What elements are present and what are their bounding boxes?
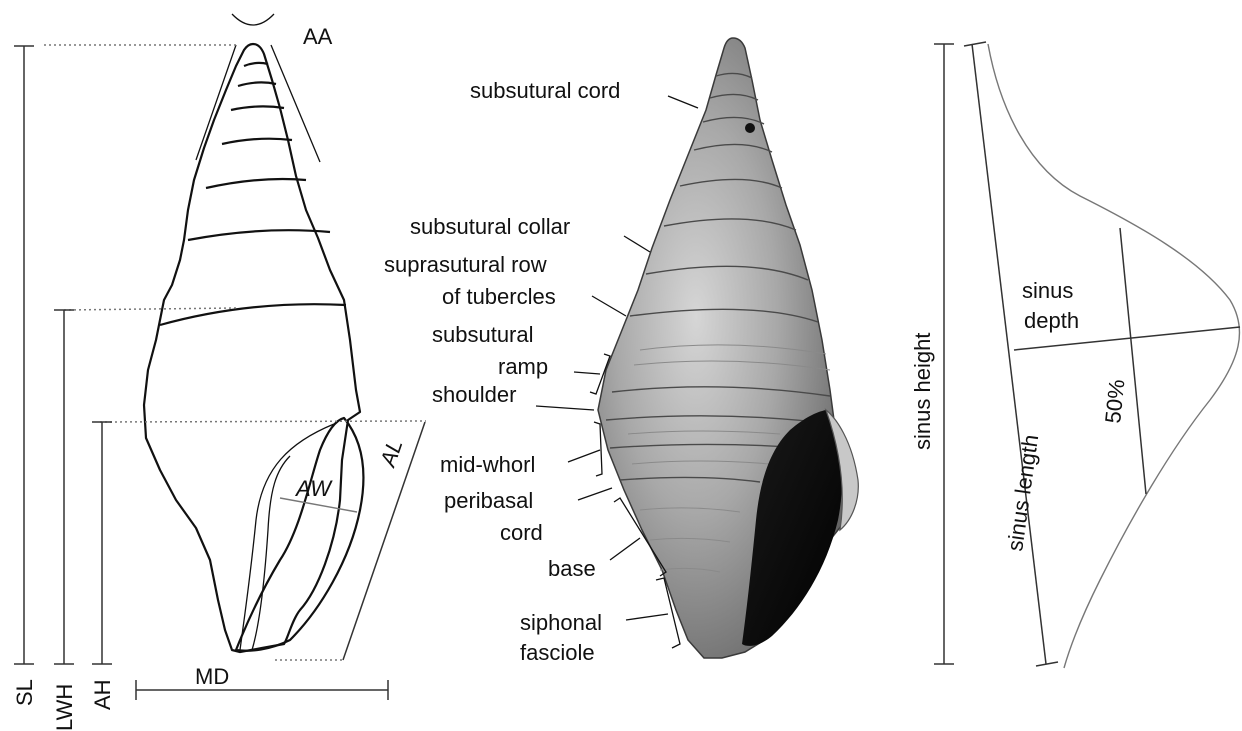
- suture-7: [160, 304, 346, 325]
- suture-3: [231, 106, 284, 110]
- label-of-tubercles: of tubercles: [442, 284, 556, 309]
- sinus-length-chord: [964, 42, 1058, 666]
- suture-2: [238, 82, 276, 86]
- label-subsutural: subsutural: [432, 322, 534, 347]
- sinus-diagram: sinus height sinus length sinus depth 50…: [910, 42, 1240, 668]
- shell-length-bar: [14, 46, 34, 664]
- label-ramp: ramp: [498, 354, 548, 379]
- shell-hole: [745, 123, 755, 133]
- shell-outline-drawing: AW AL SL LWH AH: [12, 14, 426, 731]
- label-siphonal: siphonal: [520, 610, 602, 635]
- shell-photo: [598, 38, 858, 658]
- label-peribasal: peribasal: [444, 488, 533, 513]
- sinus-height-label: sinus height: [910, 333, 935, 450]
- label-subsutural-cord: subsutural cord: [470, 78, 620, 103]
- aperture-length-label: AL: [374, 436, 407, 471]
- bracket-mid-whorl: [568, 422, 602, 476]
- max-diameter-bar: [136, 680, 388, 700]
- shell-length-label: SL: [12, 679, 37, 706]
- aperture-top-guide: [100, 421, 426, 422]
- last-whorl-top-guide: [64, 308, 236, 310]
- apical-angle-label: AA: [303, 24, 333, 49]
- sinus-length-label: sinus length: [1002, 433, 1043, 553]
- suture-1: [244, 63, 268, 66]
- suture-4: [222, 139, 292, 144]
- fifty-percent-label: 50%: [1100, 378, 1129, 424]
- label-subsutural-collar: subsutural collar: [410, 214, 570, 239]
- last-whorl-height-label: LWH: [52, 684, 77, 731]
- last-whorl-height-bar: [54, 310, 74, 664]
- suture-6: [188, 230, 330, 240]
- aperture-width-label: AW: [294, 476, 333, 501]
- sinus-depth-label-1: sinus: [1022, 278, 1073, 303]
- sinus-height-bar: [934, 44, 954, 664]
- columella-line: [240, 424, 334, 650]
- label-cord: cord: [500, 520, 543, 545]
- aperture-height-label: AH: [90, 679, 115, 710]
- fifty-percent-line: [1120, 228, 1146, 494]
- sinus-curve: [988, 44, 1240, 668]
- label-suprasutural-row: suprasutural row: [384, 252, 547, 277]
- label-shoulder: shoulder: [432, 382, 516, 407]
- max-diameter-label: MD: [195, 664, 229, 689]
- suture-5: [206, 179, 306, 188]
- apical-angle-arc: [232, 14, 274, 25]
- label-mid-whorl: mid-whorl: [440, 452, 535, 477]
- label-base: base: [548, 556, 596, 581]
- label-fasciole: fasciole: [520, 640, 595, 665]
- sinus-depth-label-2: depth: [1024, 308, 1079, 333]
- aperture-height-bar: [92, 422, 112, 664]
